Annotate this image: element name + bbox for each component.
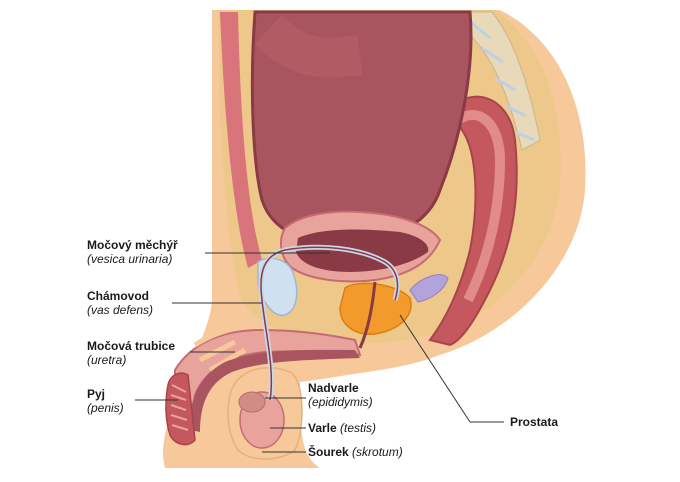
epididymis-shape bbox=[238, 391, 266, 413]
label-vas-deferens: Chámovod (vas defens) bbox=[87, 289, 153, 317]
label-testis-latin: (testis) bbox=[340, 421, 377, 435]
label-epididymis-latin: (epididymis) bbox=[308, 395, 373, 409]
label-bladder-name: Močový měchýř bbox=[87, 238, 178, 252]
label-scrotum-name: Šourek bbox=[308, 445, 349, 459]
label-bladder-latin: (vesica urinaria) bbox=[87, 252, 173, 266]
label-testis-name: Varle bbox=[308, 421, 337, 435]
label-penis: Pyj (penis) bbox=[87, 387, 124, 415]
pubic-bone bbox=[257, 257, 298, 316]
label-urethra-latin: (uretra) bbox=[87, 353, 127, 367]
label-urethra-name: Močová trubice bbox=[87, 339, 176, 353]
urethra bbox=[189, 349, 360, 432]
label-bladder: Močový měchýř (vesica urinaria) bbox=[87, 238, 178, 266]
label-urethra: Močová trubice (uretra) bbox=[87, 339, 175, 367]
label-epididymis: Nadvarle (epididymis) bbox=[308, 381, 373, 409]
label-testis: Varle (testis) bbox=[308, 421, 376, 435]
label-penis-name: Pyj bbox=[87, 387, 106, 401]
label-vas-deferens-latin: (vas defens) bbox=[87, 303, 154, 317]
seminal-vesicle bbox=[409, 274, 449, 303]
sacrum bbox=[443, 11, 541, 151]
label-prostate-name: Prostata bbox=[510, 415, 559, 429]
label-prostate: Prostata bbox=[510, 415, 558, 429]
label-penis-latin: (penis) bbox=[87, 401, 124, 415]
label-vas-deferens-name: Chámovod bbox=[87, 289, 150, 303]
leader-lines bbox=[135, 252, 504, 453]
abdominal-wall bbox=[220, 12, 262, 268]
label-scrotum-latin: (skrotum) bbox=[352, 445, 403, 459]
label-scrotum: Šourek (skrotum) bbox=[308, 445, 403, 459]
label-epididymis-name: Nadvarle bbox=[308, 381, 359, 395]
